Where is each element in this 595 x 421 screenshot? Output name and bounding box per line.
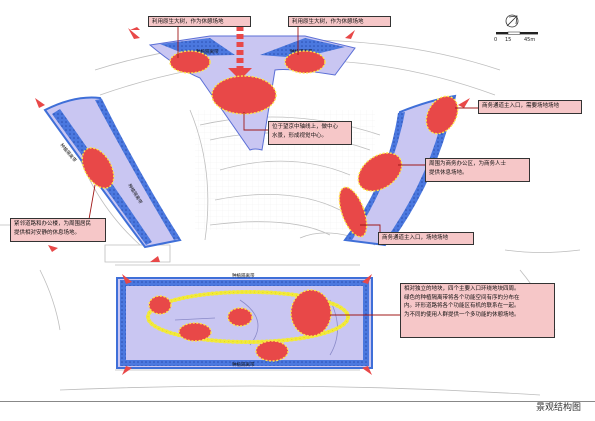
arrow-left-top <box>35 98 45 108</box>
callout-entrance-lower: 商务通道主入口，场地场地 <box>378 232 474 245</box>
node-bottom-center <box>227 307 253 327</box>
activity-nodes <box>81 50 459 362</box>
node-right-lower <box>338 186 368 238</box>
strip-label-bottom-top: 种植隔离带 <box>232 272 255 279</box>
bottom-strip-right <box>363 286 369 360</box>
right-arm-strip-inner <box>346 112 405 240</box>
node-right-entrance <box>425 95 459 135</box>
callout-road-left: 紧邻道路和办公楼，为周围居民 提供相对安静的休息场地。 <box>10 218 106 242</box>
node-bottom-midleft <box>178 322 212 342</box>
arrow-left-bottom <box>48 245 58 252</box>
arrow-right-top <box>458 98 470 108</box>
diagram-title: 景观结构图 <box>535 403 581 413</box>
node-bottom-south <box>255 340 289 362</box>
north-arrow-icon <box>505 14 519 28</box>
callout-tree-left: 利用原生大树，作为休憩场地 <box>148 16 251 27</box>
node-center-water <box>211 75 277 115</box>
node-bottom-right <box>290 289 332 337</box>
arrow-bottom-bl <box>122 366 132 375</box>
strip-label-top-left: 种植隔离带 <box>196 48 219 55</box>
callout-office: 周围为商务办公区，为商务人士 提供休息场地。 <box>425 158 530 182</box>
callout-entrance-right: 商务通道主入口，需要场地场地 <box>478 100 582 114</box>
scale-label-15: 15 <box>505 37 511 43</box>
arrow-bottom-tr <box>362 274 372 284</box>
footer-rule <box>0 401 595 402</box>
callout-tree-right: 利用原生大树，作为休憩场地 <box>288 16 391 27</box>
entrance-arrows <box>35 27 470 375</box>
node-top-right <box>284 50 326 74</box>
arrow-bottom-tl <box>122 274 132 284</box>
central-axis-arrow <box>228 68 252 80</box>
bottom-strip-bottom <box>120 360 369 366</box>
top-strip-left <box>160 38 235 56</box>
ring-path-outline <box>147 291 349 343</box>
arrow-top-right <box>345 30 355 39</box>
scale-bar: 0 15 45m <box>494 31 538 43</box>
bottom-strip-top <box>120 280 369 286</box>
arrow-bottom-br <box>362 366 372 375</box>
callout-axis-center: 位于望京中轴线上，做中心 水景，形成视觉中心。 <box>268 121 352 145</box>
callout-block-bottom: 相对独立的地块，四个主要入口环绕地块四周。 绿色的种植隔离带将各个功能空间有序的… <box>400 283 555 338</box>
node-right-office <box>357 152 403 192</box>
node-top-left <box>169 50 211 74</box>
left-arm-strip-inner <box>95 99 180 240</box>
node-left-arm <box>81 147 115 189</box>
top-strip-right <box>260 38 345 58</box>
scale-label-0: 0 <box>494 37 497 43</box>
arrow-top-left <box>128 27 140 39</box>
scale-label-45: 45m <box>524 37 535 43</box>
strip-label-bottom: 种植隔离带 <box>232 361 255 368</box>
bottom-strip-left <box>120 286 126 360</box>
node-bottom-left <box>148 295 172 315</box>
arrow-mid-left <box>150 256 160 262</box>
